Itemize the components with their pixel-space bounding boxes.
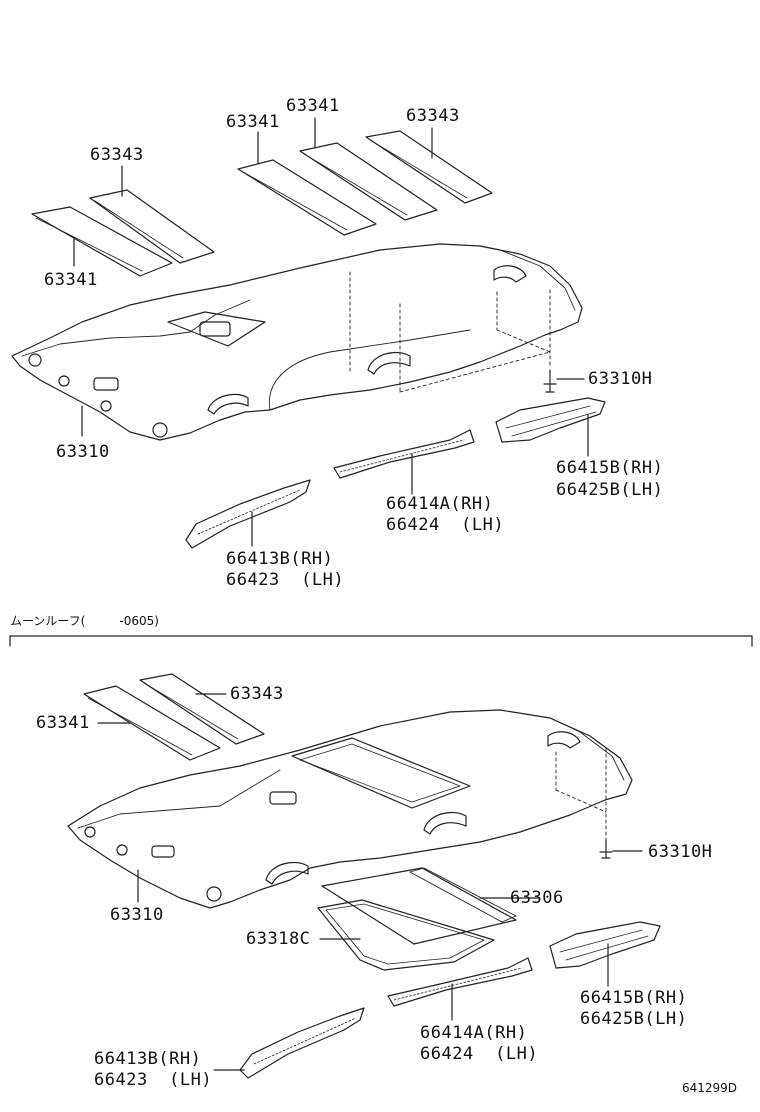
lower-diagram <box>67 673 661 1079</box>
label-66415b-lower: 66415B(RH) <box>580 988 688 1008</box>
label-63310h-upper: 63310H <box>588 369 653 389</box>
lower-grip-2 <box>423 811 467 835</box>
pad-63341-mid <box>237 159 377 236</box>
trim-63318c <box>317 899 495 971</box>
label-66415b-upper: 66415B(RH) <box>556 458 664 478</box>
diagram-code: 641299D <box>682 1081 738 1095</box>
label-66413b-upper: 66413B(RH) <box>226 549 334 569</box>
label-63341-top: 63341 <box>286 96 340 116</box>
label-63341-mid: 63341 <box>226 112 280 132</box>
pad-63343-lower <box>139 673 265 745</box>
section-title-range: -0605) <box>119 614 159 628</box>
label-66424-upper: 66424 (LH) <box>386 515 505 535</box>
upper-clip-63310h <box>543 369 557 393</box>
label-63310-lower: 63310 <box>110 905 164 925</box>
label-66425b-lower: 66425B(LH) <box>580 1009 688 1029</box>
lower-sunroof-opening <box>291 737 471 809</box>
label-66425b-upper: 66425B(LH) <box>556 480 664 500</box>
sunshade-63306 <box>321 867 517 945</box>
pad-63341-lower <box>83 685 221 761</box>
label-63341-left: 63341 <box>44 270 98 290</box>
lower-rail-66415b <box>549 921 661 969</box>
upper-grip-1 <box>207 393 249 415</box>
upper-grip-2 <box>367 351 411 375</box>
headliner-lower <box>67 709 633 909</box>
upper-rail-66413b <box>185 479 311 549</box>
section-title: ムーンルーフ( -0605) <box>10 612 159 629</box>
lower-rail-66414a <box>387 957 533 1007</box>
upper-rail-66414a <box>333 429 475 479</box>
upper-rail-66415b <box>495 397 606 443</box>
label-66424-lower: 66424 (LH) <box>420 1044 539 1064</box>
label-63343-left: 63343 <box>90 145 144 165</box>
pad-63341-left <box>31 206 173 277</box>
label-66414a-lower: 66414A(RH) <box>420 1023 528 1043</box>
label-66423-upper: 66423 (LH) <box>226 570 345 590</box>
label-63343-top-right: 63343 <box>406 106 460 126</box>
upper-diagram <box>11 117 606 549</box>
pad-63343-left <box>89 189 215 264</box>
label-63306: 63306 <box>510 888 564 908</box>
label-66414a-upper: 66414A(RH) <box>386 494 494 514</box>
lower-rail-66413b <box>239 1007 365 1079</box>
lower-clip-63310h <box>599 839 613 859</box>
headliner-upper <box>11 243 583 441</box>
label-66413b-lower: 66413B(RH) <box>94 1049 202 1069</box>
section-title-label: ムーンルーフ( <box>10 614 86 628</box>
upper-console <box>167 311 266 347</box>
label-63318c: 63318C <box>246 929 311 949</box>
pad-63341-top <box>299 142 438 221</box>
label-66423-lower: 66423 (LH) <box>94 1070 213 1090</box>
pad-63343-top-right <box>365 130 493 204</box>
lower-grip-1 <box>265 861 309 885</box>
label-63341-lower: 63341 <box>36 713 90 733</box>
label-63343-lower: 63343 <box>230 684 284 704</box>
label-63310h-lower: 63310H <box>648 842 713 862</box>
label-63310-upper: 63310 <box>56 442 110 462</box>
